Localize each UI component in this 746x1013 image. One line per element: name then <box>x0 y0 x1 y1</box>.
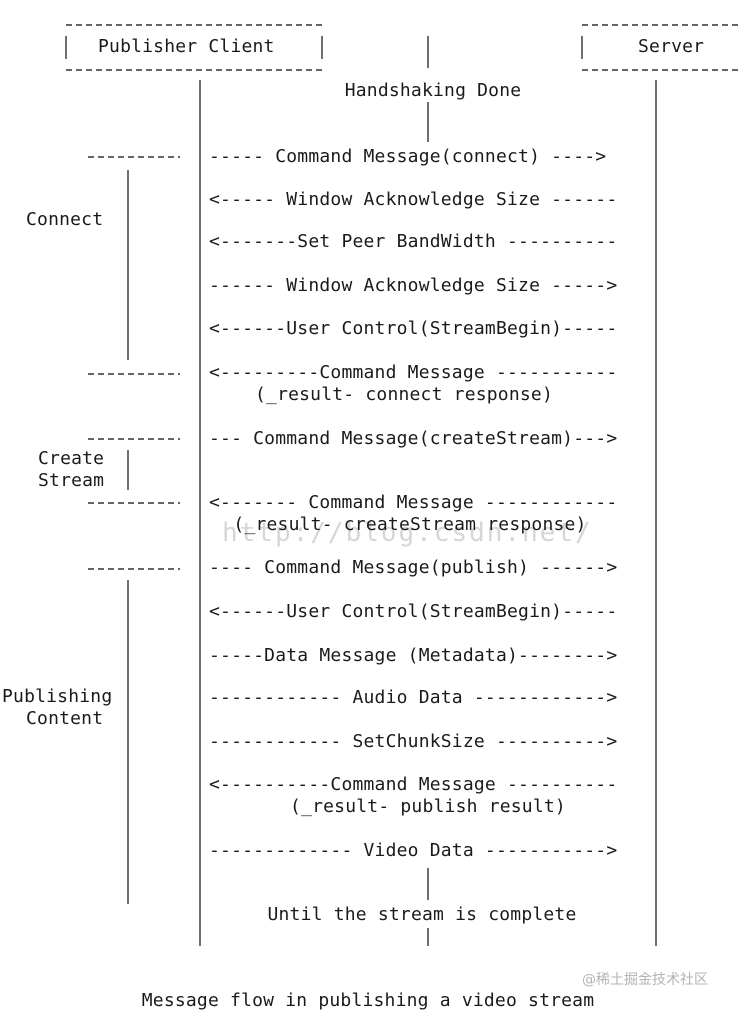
message-audio-data: ------------ Audio Data ------------> <box>209 687 618 708</box>
message-stream-begin-1: <------User Control(StreamBegin)----- <box>209 318 618 339</box>
message-create-stream-result-note: (_result- createStream response) <box>233 514 587 535</box>
message-metadata: -----Data Message (Metadata)--------> <box>209 645 618 666</box>
message-publish-result: <----------Command Message ---------- <box>209 774 618 795</box>
phase-publishing-label-1: Publishing <box>2 686 113 707</box>
diagram-caption: Message flow in publishing a video strea… <box>141 990 595 1011</box>
phase-create-label-1: Create <box>38 448 105 469</box>
message-window-ack-1: <----- Window Acknowledge Size ------ <box>209 189 618 210</box>
ghost-watermark: http://blog.csdn.net/ <box>222 518 593 548</box>
message-publish-result-note: (_result- publish result) <box>290 796 566 817</box>
message-set-chunk-size: ------------ SetChunkSize ----------> <box>209 731 618 752</box>
message-connect-result: <---------Command Message ----------- <box>209 362 618 383</box>
message-video-data: ------------- Video Data -----------> <box>209 840 618 861</box>
message-window-ack-2: ------ Window Acknowledge Size -----> <box>209 275 618 296</box>
phase-create-label-2: Stream <box>38 470 105 491</box>
handshake-label: Handshaking Done <box>344 80 522 101</box>
message-stream-begin-2: <------User Control(StreamBegin)----- <box>209 601 618 622</box>
until-complete-label: Until the stream is complete <box>267 904 577 925</box>
message-connect: ----- Command Message(connect) ----> <box>209 146 607 167</box>
message-connect-result-note: (_result- connect response) <box>255 384 553 405</box>
phase-publishing-label-2: Content <box>26 708 104 729</box>
phase-connect-label: Connect <box>26 209 104 230</box>
message-create-stream: --- Command Message(createStream)---> <box>209 428 618 449</box>
server-label: Server <box>638 36 705 57</box>
message-publish: ---- Command Message(publish) ------> <box>209 557 618 578</box>
publisher-client-label: Publisher Client <box>98 36 275 57</box>
message-set-peer-bandwidth: <-------Set Peer BandWidth ---------- <box>209 231 618 252</box>
message-create-stream-result: <------- Command Message ------------ <box>209 492 618 513</box>
site-watermark: @稀土掘金技术社区 <box>582 972 708 988</box>
